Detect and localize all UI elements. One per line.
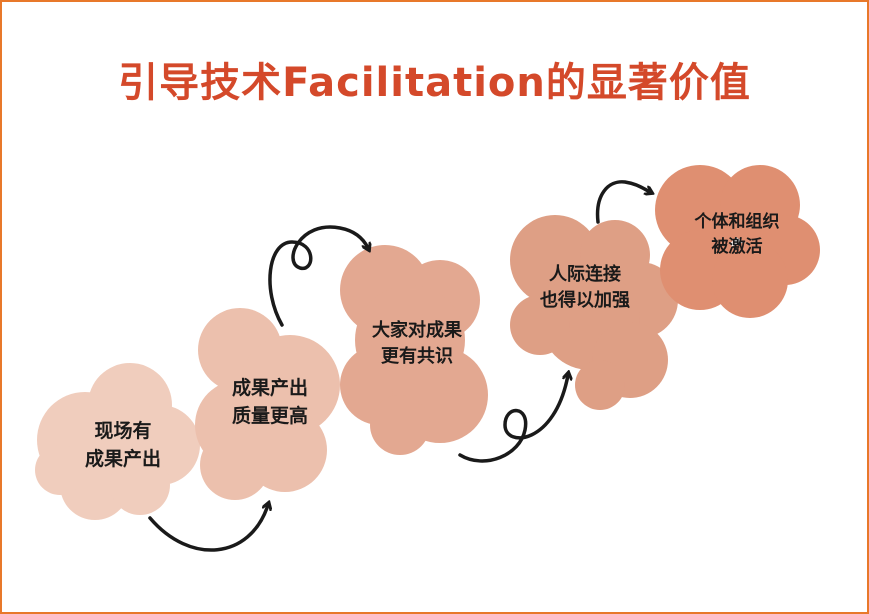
step-2-line-1: 成果产出 (231, 377, 308, 399)
step-2-line-2: 质量更高 (231, 404, 308, 427)
step-cloud-1 (35, 363, 200, 520)
step-cloud-5 (655, 165, 820, 318)
step-1-line-2: 成果产出 (84, 447, 161, 470)
step-3-line-1: 大家对成果 (372, 320, 462, 341)
step-4-line-2: 也得以加强 (540, 290, 630, 312)
arrow-2-to-3 (268, 225, 368, 327)
step-1-line-1: 现场有 (94, 420, 152, 442)
step-label-2: 成果产出 质量更高 (210, 375, 330, 430)
step-3-line-2: 更有共识 (381, 346, 453, 368)
step-cloud-2 (195, 308, 340, 500)
step-4-line-1: 人际连接 (549, 264, 621, 285)
arrow-1-to-2 (148, 505, 268, 552)
step-label-3: 大家对成果 更有共识 (352, 318, 482, 370)
step-label-1: 现场有 成果产出 (68, 418, 178, 473)
step-cloud-3 (340, 245, 488, 455)
step-5-line-1: 个体和组织 (694, 212, 780, 232)
step-cloud-4 (510, 215, 678, 410)
step-label-4: 人际连接 也得以加强 (520, 262, 650, 314)
step-label-5: 个体和组织 被激活 (672, 210, 802, 259)
arrow-4-to-5 (595, 180, 650, 224)
step-5-line-2: 被激活 (711, 236, 763, 257)
diagram-title: 引导技术Facilitation的显著价值 (118, 60, 751, 106)
arrow-3-to-4 (458, 375, 568, 463)
